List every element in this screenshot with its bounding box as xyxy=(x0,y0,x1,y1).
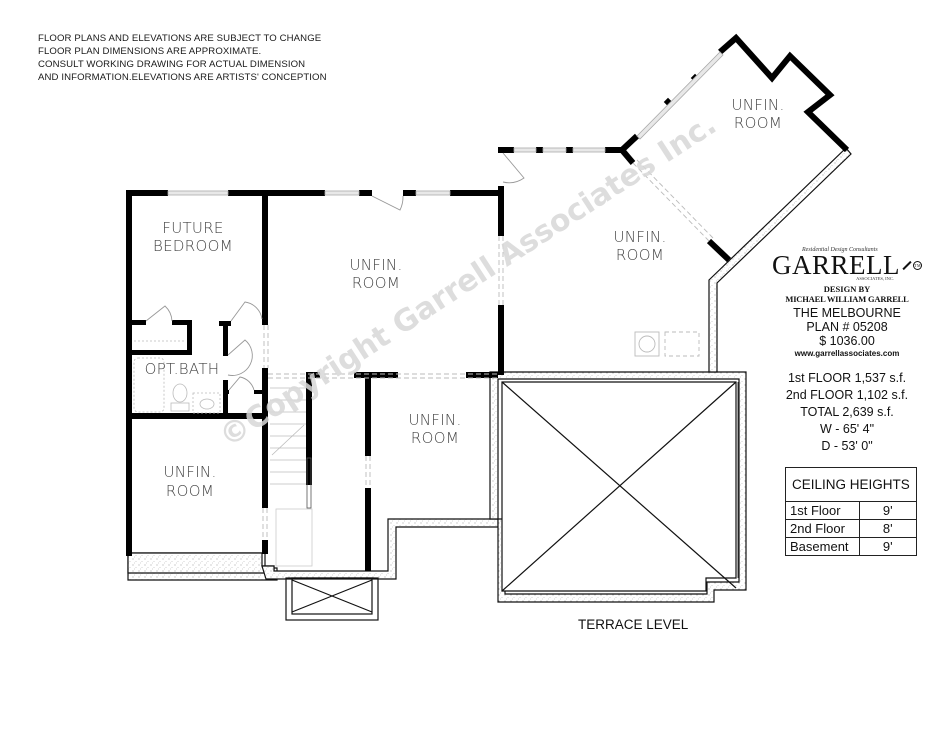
ceiling-height: 9' xyxy=(858,537,917,556)
washer-dryer-icon xyxy=(634,331,700,357)
room-label-unfin-center: ROOM xyxy=(352,274,400,292)
first-floor-sqft: 1st FLOOR 1,537 s.f. xyxy=(787,371,907,385)
logo-text: GARRELL xyxy=(772,250,900,280)
entry-stoop xyxy=(285,577,379,621)
disclaimer-line: FLOOR PLAN DIMENSIONS ARE APPROXIMATE. xyxy=(38,46,262,57)
diamond-icon xyxy=(902,260,912,270)
ceiling-height: 9' xyxy=(858,501,917,520)
disclaimer-line: FLOOR PLANS AND ELEVATIONS ARE SUBJECT T… xyxy=(38,33,322,44)
disclaimer-notes: FLOOR PLANS AND ELEVATIONS ARE SUBJECT T… xyxy=(38,32,327,84)
plan-name: THE MELBOURNE xyxy=(793,306,901,320)
logo-tagline: Residential Design Consultants xyxy=(802,247,878,253)
room-label-unfin-right: ROOM xyxy=(616,246,664,264)
terrace-slab xyxy=(501,381,739,592)
width-dimension: W - 65' 4" xyxy=(819,422,875,436)
room-label-unfin-lower: ROOM xyxy=(411,429,459,447)
windows xyxy=(167,51,724,196)
room-labels: FUTURE BEDROOM OPT.BATH UNFIN. ROOM UNFI… xyxy=(145,96,785,500)
plan-price: $ 1036.00 xyxy=(819,334,875,348)
floor-name: 2nd Floor xyxy=(785,519,860,538)
logo-subtitle: ASSOCIATES, INC. xyxy=(856,276,894,281)
trademark-icon: TM xyxy=(913,260,922,270)
room-label-future-bedroom: FUTURE xyxy=(162,219,223,237)
plan-info-block: Residential Design Consultants GARRELL T… xyxy=(772,247,922,358)
floor-name: 1st Floor xyxy=(785,501,860,520)
ceiling-heights-table: CEILING HEIGHTS 1st Floor 9' 2nd Floor 8… xyxy=(785,467,917,556)
plan-number: PLAN # 05208 xyxy=(806,320,888,334)
room-label-opt-bath: OPT.BATH xyxy=(145,360,220,378)
room-label-unfin-left: ROOM xyxy=(166,482,214,500)
total-sqft: TOTAL 2,639 s.f. xyxy=(800,405,894,419)
floor-name: Basement xyxy=(785,537,860,556)
door-swings xyxy=(145,152,525,391)
table-row: 2nd Floor 8' xyxy=(785,519,917,538)
dashed-openings xyxy=(262,159,714,540)
room-label-future-bedroom: BEDROOM xyxy=(153,237,233,255)
level-label: TERRACE LEVEL xyxy=(578,617,689,632)
disclaimer-line: AND INFORMATION.ELEVATIONS ARE ARTISTS' … xyxy=(38,72,327,83)
designer-name: MICHAEL WILLIAM GARRELL xyxy=(785,294,909,304)
ceiling-heights-title: CEILING HEIGHTS xyxy=(785,467,917,502)
bath-fixtures xyxy=(133,340,221,414)
depth-dimension: D - 53' 0" xyxy=(821,439,873,453)
website-link[interactable]: www.garrellassociates.com xyxy=(794,349,900,358)
interior-walls xyxy=(126,147,625,571)
room-label-unfin-center: UNFIN. xyxy=(349,256,402,274)
room-label-unfin-right: UNFIN. xyxy=(613,228,666,246)
room-label-unfin-angled: ROOM xyxy=(734,114,782,132)
design-by-label: DESIGN BY xyxy=(823,284,871,294)
ceiling-height: 8' xyxy=(858,519,917,538)
table-row: Basement 9' xyxy=(785,537,917,556)
stairs xyxy=(270,387,313,567)
garrell-logo: GARRELL TM xyxy=(772,250,922,280)
room-label-unfin-lower: UNFIN. xyxy=(408,411,461,429)
disclaimer-line: CONSULT WORKING DRAWING FOR ACTUAL DIMEN… xyxy=(38,59,306,70)
square-footage-stats: 1st FLOOR 1,537 s.f. 2nd FLOOR 1,102 s.f… xyxy=(772,370,922,455)
toilet-icon xyxy=(170,383,215,412)
room-label-unfin-angled: UNFIN. xyxy=(731,96,784,114)
second-floor-sqft: 2nd FLOOR 1,102 s.f. xyxy=(785,388,909,402)
angled-walls xyxy=(619,33,850,263)
room-label-unfin-left: UNFIN. xyxy=(163,463,216,481)
table-row: 1st Floor 9' xyxy=(785,501,917,520)
